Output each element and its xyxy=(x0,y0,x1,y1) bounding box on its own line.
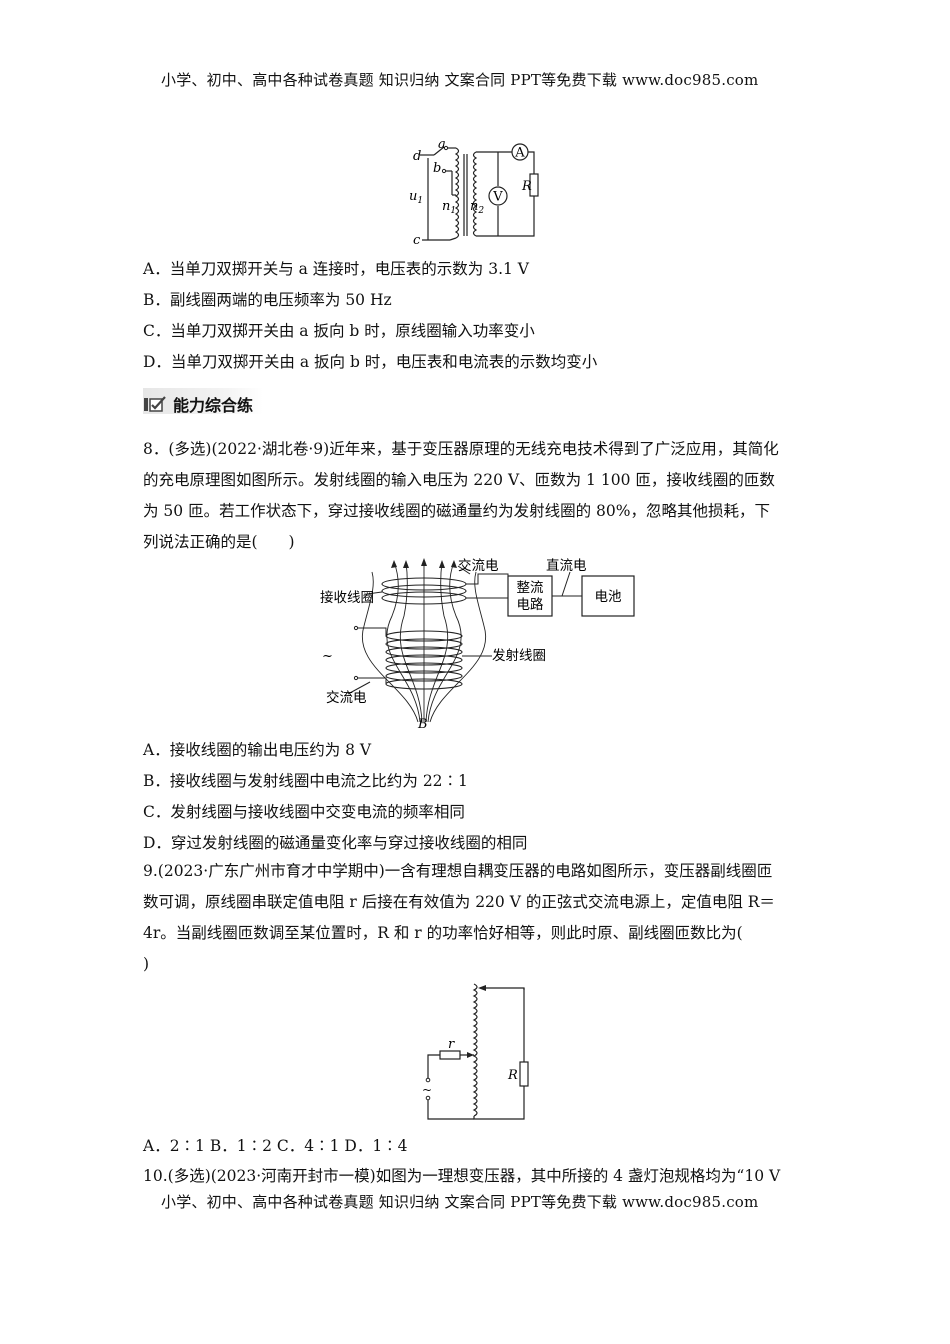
page-footer: 小学、初中、高中各种试卷真题 知识归纳 文案合同 PPT等免费下载 www.do… xyxy=(161,1193,759,1211)
q8-stem: 8．(多选)(2022·湖北卷·9)近年来，基于变压器原理的无线充电技术得到了广… xyxy=(143,434,811,558)
q7-label-n2: n2 xyxy=(470,199,484,216)
q7-resistor-label: R xyxy=(521,179,532,194)
q8-label-rectifier-1: 整流 xyxy=(517,580,545,596)
q10-stem: 10.(多选)(2023·河南开封市一模)如图为一理想变压器，其中所接的 4 盏… xyxy=(143,1167,781,1185)
q7-label-d: d xyxy=(413,149,421,164)
q7-transformer-figure: A V R a b d c u1 n1 n2 xyxy=(409,140,539,248)
q9-autotransformer-figure: r R ~ xyxy=(422,983,529,1120)
q8-label-ac-top: 交流电 xyxy=(458,557,499,574)
q8-option-b: B．接收线圈与发射线圈中电流之比约为 22∶1 xyxy=(143,772,468,790)
q7-voltmeter-label: V xyxy=(492,190,503,205)
section-title: 能力综合练 xyxy=(143,388,263,416)
q7-label-a: a xyxy=(438,140,446,152)
q8-stem-line: 列说法正确的是( ) xyxy=(143,533,295,551)
q8-label-tilde: ~ xyxy=(322,649,333,664)
q8-option-d: D．穿过发射线圈的磁通量变化率与穿过接收线圈的相同 xyxy=(143,834,528,852)
q9-stem-line: ) xyxy=(143,955,150,973)
q7-label-u1: u1 xyxy=(409,189,423,206)
q8-option-c: C．发射线圈与接收线圈中交变电流的频率相同 xyxy=(143,803,465,821)
q7-label-c: c xyxy=(413,233,421,248)
q9-label-R: R xyxy=(507,1068,518,1083)
q7-option-d: D．当单刀双掷开关由 a 扳向 b 时，电压表和电流表的示数均变小 xyxy=(143,353,598,371)
q8-stem-line: 为 50 匝。若工作状态下，穿过接收线圈的磁通量约为发射线圈的 80%，忽略其他… xyxy=(143,502,770,520)
checklist-icon xyxy=(144,396,166,412)
page-header: 小学、初中、高中各种试卷真题 知识归纳 文案合同 PPT等免费下载 www.do… xyxy=(161,71,759,89)
q9-label-tilde: ~ xyxy=(422,1083,432,1097)
q8-label-receive-coil: 接收线圈 xyxy=(320,589,374,606)
q7-option-b: B．副线圈两端的电压频率为 50 Hz xyxy=(143,291,392,309)
q7-option-c: C．当单刀双掷开关由 a 扳向 b 时，原线圈输入功率变小 xyxy=(143,322,535,340)
q8-stem-line: 8．(多选)(2022·湖北卷·9)近年来，基于变压器原理的无线充电技术得到了广… xyxy=(143,440,779,458)
q8-label-ac-left: 交流电 xyxy=(326,689,367,706)
q7-label-n1: n1 xyxy=(442,199,456,216)
q9-stem-line: 数可调，原线圈串联定值电阻 r 后接在有效值为 220 V 的正弦式交流电源上，… xyxy=(143,893,775,911)
q7-ammeter-label: A xyxy=(514,146,525,161)
q8-label-rectifier-2: 电路 xyxy=(517,597,545,613)
q9-stem: 9.(2023·广东广州市育才中学期中)一含有理想自耦变压器的电路如图所示，变压… xyxy=(143,856,811,980)
q8-stem-line: 的充电原理图如图所示。发射线圈的输入电压为 220 V、匝数为 1 100 匝，… xyxy=(143,471,775,489)
q9-options: A．2∶1 B．1∶2 C．4∶1 D．1∶4 xyxy=(143,1137,408,1155)
q9-label-r: r xyxy=(448,1037,455,1052)
q8-label-battery: 电池 xyxy=(595,589,622,605)
q8-label-dc-top: 直流电 xyxy=(546,558,587,574)
q8-label-B: B xyxy=(417,717,428,730)
q7-option-a: A．当单刀双掷开关与 a 连接时，电压表的示数为 3.1 V xyxy=(143,260,529,278)
q7-label-b: b xyxy=(433,161,441,176)
section-title-text: 能力综合练 xyxy=(173,396,254,415)
q8-label-transmit-coil: 发射线圈 xyxy=(492,648,546,664)
q8-wireless-charging-figure: 交流电 直流电 接收线圈 整流 电路 电池 发射线圈 ~ 交流电 B xyxy=(320,557,635,730)
q8-option-a: A．接收线圈的输出电压约为 8 V xyxy=(143,741,372,759)
q9-stem-line: 4r。当副线圈匝数调至某位置时，R 和 r 的功率恰好相等，则此时原、副线圈匝数… xyxy=(143,924,743,942)
q9-stem-line: 9.(2023·广东广州市育才中学期中)一含有理想自耦变压器的电路如图所示，变压… xyxy=(143,862,773,880)
